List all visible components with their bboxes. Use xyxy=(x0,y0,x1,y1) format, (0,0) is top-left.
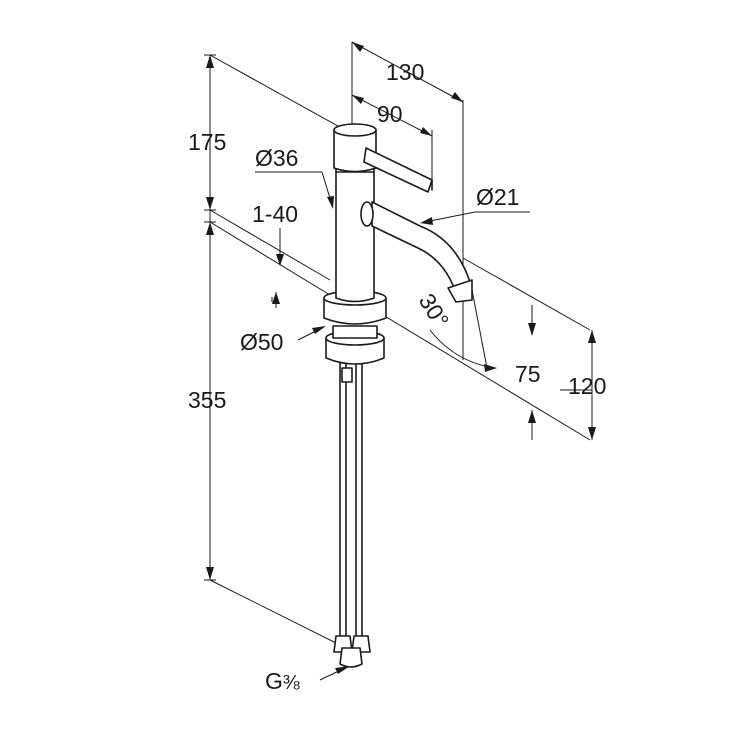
dim-deck-thickness: 1-40 xyxy=(252,201,298,227)
dim-height-above-deck: 175 xyxy=(188,129,226,155)
faucet-body xyxy=(323,123,473,668)
dim-connection-thread-size: ⅜ xyxy=(283,672,300,694)
dim-base-diameter: Ø50 xyxy=(240,329,283,355)
dim-connection-thread-letter: G xyxy=(265,668,283,694)
dim-height-below-deck: 355 xyxy=(188,387,226,413)
dim-spout-angle: 30° xyxy=(414,289,454,332)
dim-overall-depth: 130 xyxy=(386,59,424,85)
dim-body-diameter: Ø36 xyxy=(255,145,298,171)
dim-outlet-projection: 75 xyxy=(515,361,541,387)
dim-outlet-height: 120 xyxy=(568,373,606,399)
dimension-lines xyxy=(204,41,596,681)
dimension-labels: 130 90 175 Ø36 1-40 Ø21 30° Ø50 75 120 3… xyxy=(188,59,606,694)
dim-spout-diameter: Ø21 xyxy=(476,184,519,210)
dim-lever-length: 90 xyxy=(377,101,403,127)
dim-connection-thread: G⅜ xyxy=(265,668,300,694)
